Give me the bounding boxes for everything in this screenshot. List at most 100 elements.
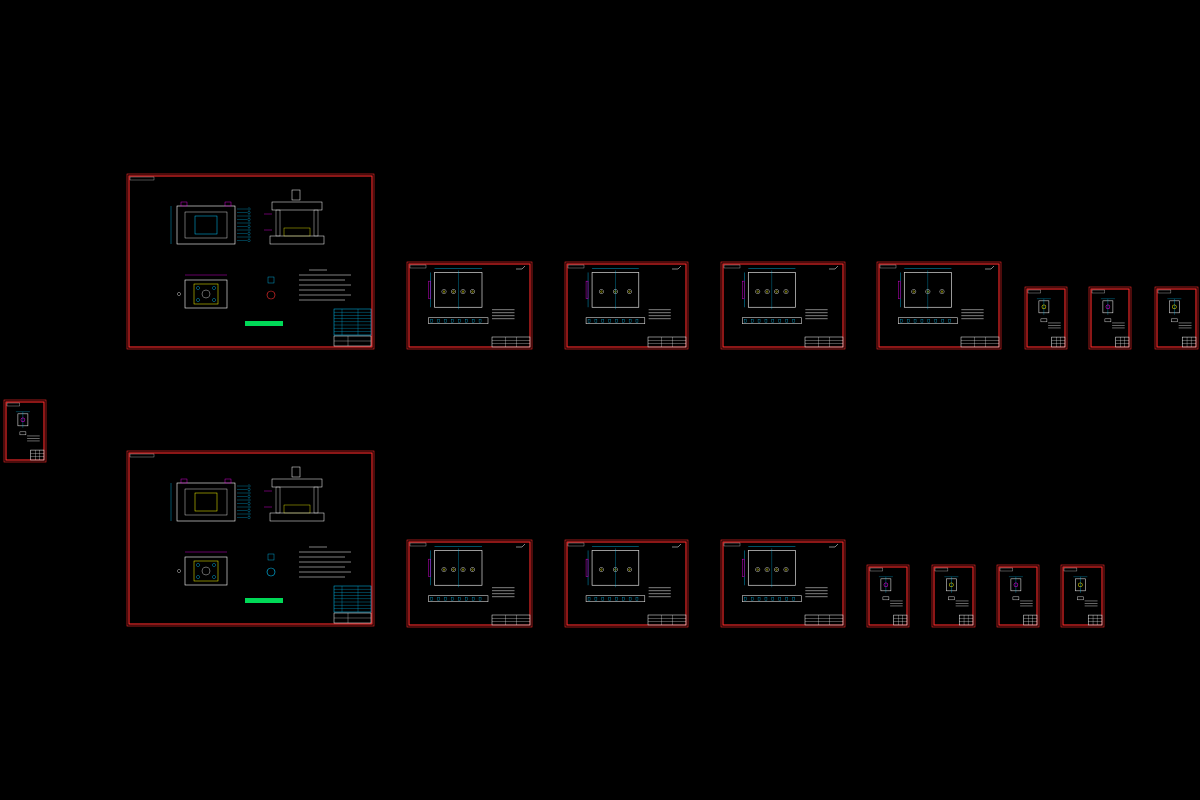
section-view bbox=[428, 595, 489, 602]
hole-center bbox=[756, 568, 759, 571]
balloon bbox=[247, 214, 251, 218]
hole-center bbox=[756, 290, 759, 293]
section-hatch bbox=[451, 319, 454, 323]
sheet-part-2-6[interactable] bbox=[996, 564, 1040, 628]
sheet-tag bbox=[129, 453, 155, 458]
blank-part bbox=[266, 290, 276, 300]
sheet-outer-border bbox=[1060, 564, 1105, 628]
hole bbox=[774, 567, 779, 572]
sheet-inner-border bbox=[566, 541, 687, 626]
sheet-assembly-process-1[interactable] bbox=[126, 173, 375, 350]
section-hatch bbox=[948, 319, 951, 323]
section-hatch bbox=[771, 597, 774, 601]
section-hatch bbox=[778, 597, 781, 601]
section-hatch bbox=[785, 319, 788, 323]
section-view bbox=[428, 317, 489, 324]
hole-center bbox=[766, 568, 769, 571]
hole bbox=[599, 567, 604, 572]
plan-marker bbox=[177, 569, 181, 573]
sheet-assembly-process-2[interactable] bbox=[126, 450, 375, 627]
sheet-inner-border bbox=[868, 566, 908, 626]
sheet-part-1-6[interactable] bbox=[1088, 286, 1132, 350]
section-hatch bbox=[587, 597, 591, 601]
section-hatch bbox=[471, 319, 475, 323]
pilot-hole bbox=[212, 575, 216, 579]
sheet-part-1-1[interactable] bbox=[406, 261, 533, 350]
section-hatch bbox=[778, 319, 781, 323]
section-hatch bbox=[771, 319, 774, 323]
sheet-part-2-5[interactable] bbox=[931, 564, 976, 628]
title-block bbox=[804, 336, 844, 348]
section-view bbox=[585, 317, 646, 324]
section-hatch bbox=[608, 319, 611, 323]
sheet-tag bbox=[1027, 289, 1041, 294]
hole bbox=[470, 567, 475, 572]
section-hatch bbox=[437, 597, 440, 601]
sheet-part-1-2[interactable] bbox=[564, 261, 689, 350]
sheet-part-1-4[interactable] bbox=[876, 261, 1002, 350]
hole bbox=[460, 567, 466, 572]
sheet-outer-border bbox=[564, 261, 689, 350]
sheet-outer-border bbox=[126, 173, 375, 350]
hole bbox=[783, 567, 789, 572]
sheet-part-1-3[interactable] bbox=[720, 261, 846, 350]
hole bbox=[1172, 304, 1177, 310]
section-hatch bbox=[907, 319, 910, 323]
section-hatch bbox=[628, 597, 632, 601]
hole bbox=[20, 417, 26, 423]
punch bbox=[194, 492, 218, 512]
sheet-part-1-5[interactable] bbox=[1024, 286, 1068, 350]
balloon bbox=[247, 498, 251, 502]
balloon bbox=[247, 516, 251, 519]
sheet-part-2-1[interactable] bbox=[406, 539, 533, 628]
section-hatch bbox=[628, 319, 632, 323]
sheet-part-2-3[interactable] bbox=[720, 539, 846, 628]
title-block bbox=[1115, 336, 1130, 348]
hole-center bbox=[628, 290, 631, 293]
roughness-mark bbox=[521, 265, 526, 270]
sheet-tag bbox=[6, 402, 20, 407]
title-block bbox=[804, 614, 844, 626]
sheet-part-2-7[interactable] bbox=[1060, 564, 1105, 628]
section-hatch bbox=[430, 597, 433, 601]
balloon bbox=[247, 495, 251, 498]
hole bbox=[1078, 582, 1083, 588]
guide-post bbox=[180, 201, 188, 207]
pilot-hole bbox=[212, 298, 216, 302]
sheet-outer-border bbox=[564, 539, 689, 628]
assembly-front-view bbox=[176, 205, 236, 245]
hole bbox=[949, 582, 954, 588]
sheet-outer-border bbox=[406, 539, 533, 628]
section-hatch bbox=[920, 319, 924, 323]
hole bbox=[1041, 304, 1047, 310]
sheet-outer-border bbox=[996, 564, 1040, 628]
section-hatch bbox=[601, 319, 604, 323]
lower-plate bbox=[269, 512, 325, 522]
balloon bbox=[247, 207, 251, 211]
drawing-sheets bbox=[3, 173, 1199, 628]
section-view bbox=[742, 317, 802, 324]
section-view bbox=[585, 595, 646, 602]
section-hatch bbox=[635, 319, 639, 323]
hole bbox=[764, 567, 770, 572]
hole bbox=[911, 289, 917, 294]
section-view bbox=[898, 317, 958, 324]
hole bbox=[755, 289, 761, 294]
pilot-hole bbox=[196, 298, 200, 302]
hole bbox=[451, 567, 456, 572]
sheet-part-standalone[interactable] bbox=[3, 399, 47, 463]
section-hatch bbox=[934, 319, 937, 323]
sheet-tag bbox=[1091, 289, 1105, 294]
section-hatch bbox=[594, 319, 598, 323]
hole bbox=[774, 289, 779, 294]
title-block bbox=[647, 614, 687, 626]
roughness-mark bbox=[834, 265, 839, 270]
section-hatch bbox=[622, 319, 625, 323]
side-view bbox=[882, 596, 890, 601]
sheet-tag bbox=[723, 264, 741, 269]
sheet-part-1-7[interactable] bbox=[1154, 286, 1199, 350]
side-view bbox=[1077, 596, 1084, 601]
sheet-part-2-2[interactable] bbox=[564, 539, 689, 628]
sheet-part-2-4[interactable] bbox=[866, 564, 910, 628]
